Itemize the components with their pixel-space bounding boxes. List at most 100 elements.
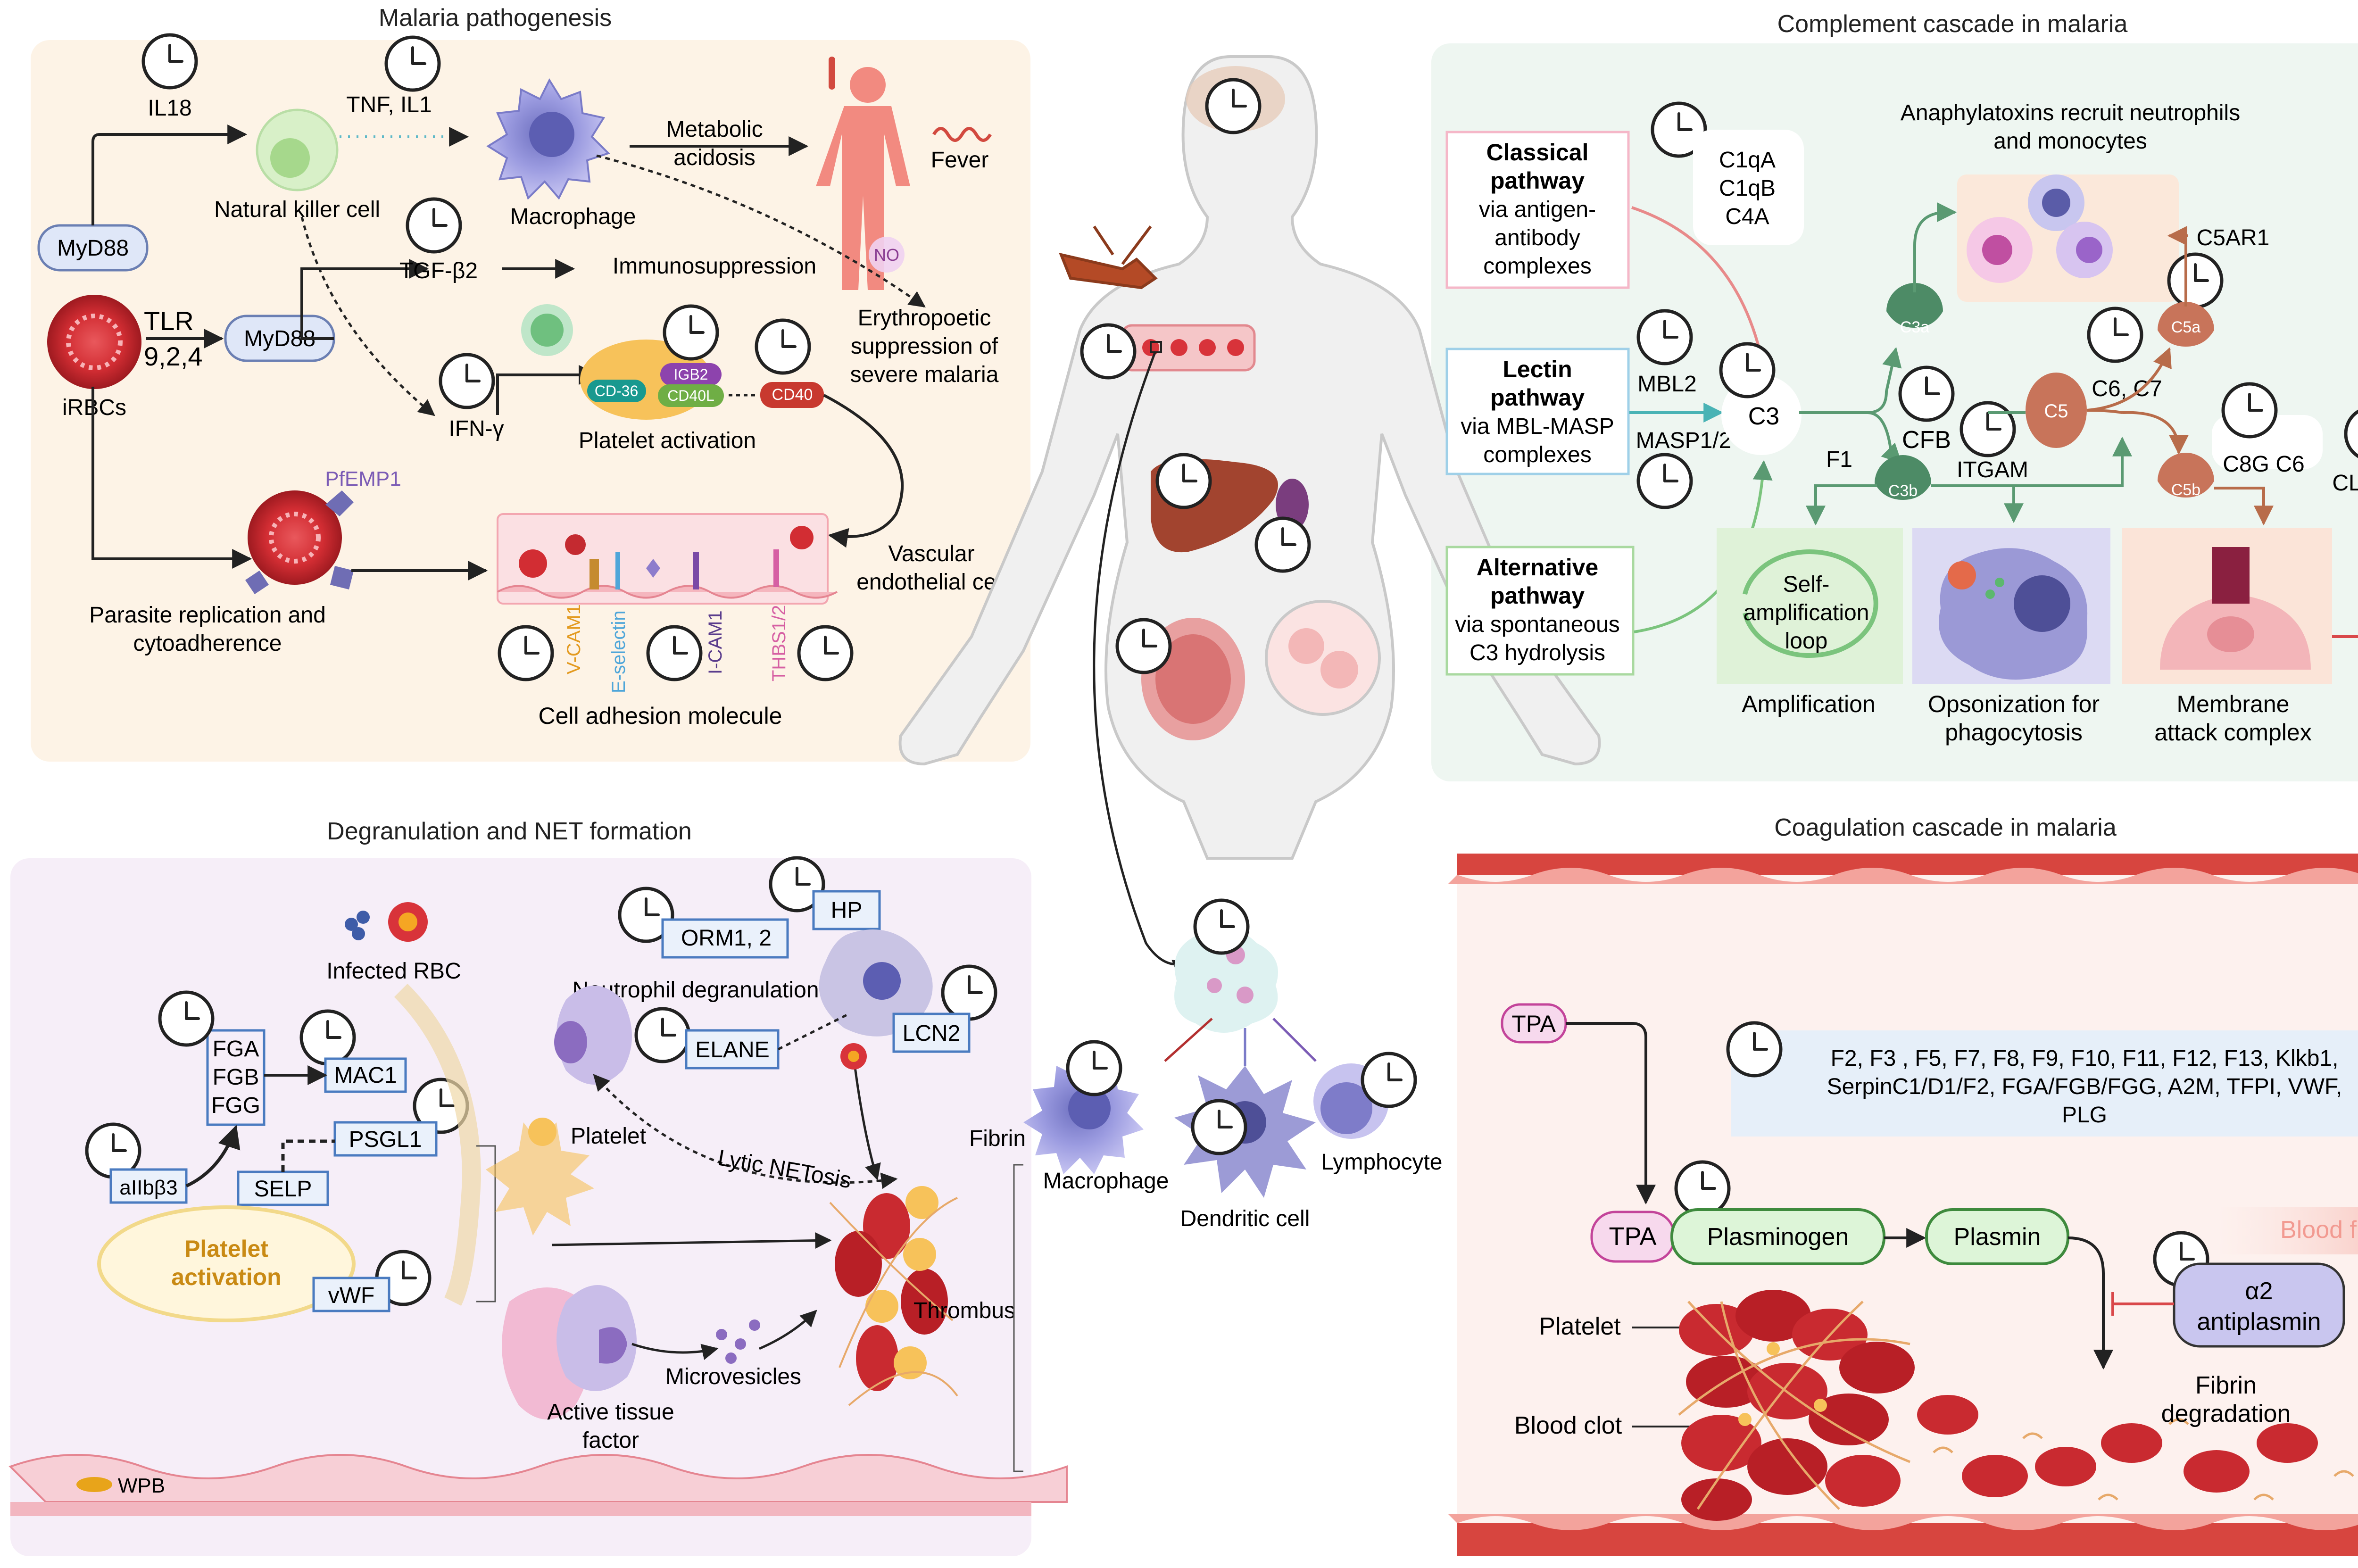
c8g-label: C8G C6 — [2223, 452, 2304, 477]
plasminogen-label: Plasminogen — [1707, 1223, 1849, 1251]
microves-label: Microvesicles — [665, 1364, 801, 1389]
clock-icon — [1195, 900, 1248, 953]
cd40l-label: CD40L — [667, 387, 714, 404]
clock-icon — [799, 627, 852, 680]
coagulation-panel — [1457, 854, 2358, 1556]
c1qa-label: C1qA — [1719, 148, 1776, 173]
tpa-label: TPA — [1609, 1222, 1656, 1251]
vwf-label: vWF — [328, 1283, 375, 1308]
clock-icon — [1362, 1054, 1415, 1106]
classical-pathway: pathway — [1490, 167, 1585, 194]
malaria-title: Malaria pathogenesis — [379, 4, 612, 32]
tissue-label-2: factor — [582, 1428, 639, 1453]
masp-label: MASP1/2 — [1636, 428, 1732, 453]
human-body-figure — [898, 55, 1601, 975]
c5b-label: C5b — [2171, 481, 2200, 499]
lectin-line3: via MBL-MASP — [1461, 414, 1614, 439]
itgam-label: ITGAM — [1957, 457, 2028, 482]
clock-icon — [648, 627, 701, 680]
lymphocyte-label: Lymphocyte — [1321, 1150, 1442, 1175]
alternative-line3: via spontaneous — [1455, 612, 1620, 637]
metabolic-label: Metabolic — [666, 117, 763, 142]
clock-icon — [1961, 403, 2014, 456]
classical-line4: antibody — [1495, 225, 1580, 250]
clock-icon — [2223, 384, 2276, 437]
opsonization-label-1: Opsonization for — [1928, 691, 2100, 717]
erythro-label-1: Erythropoetic — [858, 306, 991, 331]
fibrin-label: Fibrin — [969, 1126, 1026, 1151]
factors-line-1: F2, F3 , F5, F7, F8, F9, F10, F11, F12, … — [1831, 1046, 2339, 1071]
coagulation-content: TPA F2, F3 , F5, F7, F8, F9, F10, F11, F… — [1448, 854, 2358, 1556]
lectin-line4: complexes — [1483, 442, 1591, 467]
opsonization-label-2: phagocytosis — [1945, 719, 2083, 746]
clock-icon — [636, 1009, 689, 1062]
tlr-label: TLR — [144, 306, 194, 336]
cam-label: Cell adhesion molecule — [539, 703, 782, 729]
antiplasmin-label-2: antiplasmin — [2197, 1308, 2321, 1336]
clock-icon — [1900, 367, 1953, 420]
c5ar1-label: C5AR1 — [2197, 225, 2270, 250]
lectin-pathway: pathway — [1490, 384, 1585, 411]
irbc-icon — [47, 295, 141, 389]
cd40-tag — [760, 382, 824, 408]
fibrin-deg-label-1: Fibrin — [2195, 1372, 2257, 1399]
nk-cell-label: Natural killer cell — [214, 197, 380, 222]
c3-label: C3 — [1748, 403, 1779, 430]
vascular-label-1: Vascular — [888, 541, 974, 566]
thbs-label: THBS1/2 — [769, 605, 789, 681]
plasmin-label: Plasmin — [1954, 1223, 2041, 1251]
igb2-tag — [660, 363, 722, 386]
erythro-label-2: suppression of — [851, 334, 998, 359]
classical-line3: via antigen- — [1479, 197, 1596, 222]
thrombus-label: Thrombus — [913, 1298, 1015, 1323]
acidosis-label: acidosis — [673, 145, 755, 170]
clock-icon — [1721, 344, 1774, 397]
elane-label: ELANE — [695, 1037, 769, 1062]
complement-content: Classical pathway via antigen- antibody … — [1445, 100, 2358, 746]
tlr-numbers-label: 9,2,4 — [144, 341, 203, 371]
clock-icon — [143, 35, 196, 88]
degran-platelet-label: Platelet — [571, 1124, 646, 1149]
hp-label: HP — [831, 898, 863, 923]
clock-icon — [1256, 518, 1309, 571]
alternative-title: Alternative — [1477, 554, 1598, 581]
factors-line-3: PLG — [2062, 1103, 2107, 1128]
cd36-label: CD-36 — [595, 382, 638, 399]
plt-act-label-2: activation — [171, 1264, 281, 1290]
tgf-label: TGF-β2 — [399, 258, 478, 283]
blood-clot-icon — [1678, 1290, 1915, 1521]
parasite-cell-icon — [248, 490, 342, 585]
selfamp-label-2: amplification — [1744, 600, 1869, 625]
myd88-top-label: MyD88 — [57, 236, 129, 261]
orm-label: ORM1, 2 — [681, 926, 772, 951]
macrophage-label: Macrophage — [510, 204, 636, 229]
fever-human-icon — [816, 67, 910, 290]
c1qb-label: C1qB — [1719, 176, 1776, 201]
igb2-label: IGB2 — [674, 366, 708, 383]
fever-label: Fever — [931, 148, 989, 173]
clock-icon — [407, 199, 460, 252]
clock-icon — [1117, 620, 1170, 672]
lectin-box — [1445, 348, 1630, 475]
coag-platelet-label: Platelet — [1539, 1313, 1621, 1340]
ifn-label: IFN-γ — [448, 416, 504, 441]
cd40-label: CD40 — [772, 386, 813, 404]
thrombus-icon — [829, 1186, 958, 1406]
cluvin-label: CLU,VIN — [2332, 471, 2358, 496]
psgl1-label: PSGL1 — [349, 1127, 422, 1152]
coagulation-title: Coagulation cascade in malaria — [1774, 814, 2117, 841]
selfamp-label-3: loop — [1785, 629, 1828, 654]
clock-icon — [301, 1011, 354, 1064]
clot-label: Blood clot — [1514, 1412, 1622, 1439]
mbl2-label: MBL2 — [1637, 372, 1696, 397]
clock-icon — [1676, 1162, 1729, 1215]
amplification-label: Amplification — [1742, 691, 1875, 717]
rbc-flow-icons — [1917, 1395, 2318, 1497]
clock-icon — [1068, 1042, 1121, 1095]
wpb-label: WPB — [118, 1474, 165, 1497]
aib3-label: aIIbβ3 — [119, 1176, 177, 1199]
clock-icon — [1207, 80, 1260, 133]
antiplasmin-label-1: α2 — [2245, 1278, 2273, 1305]
clock-icon — [499, 627, 552, 680]
